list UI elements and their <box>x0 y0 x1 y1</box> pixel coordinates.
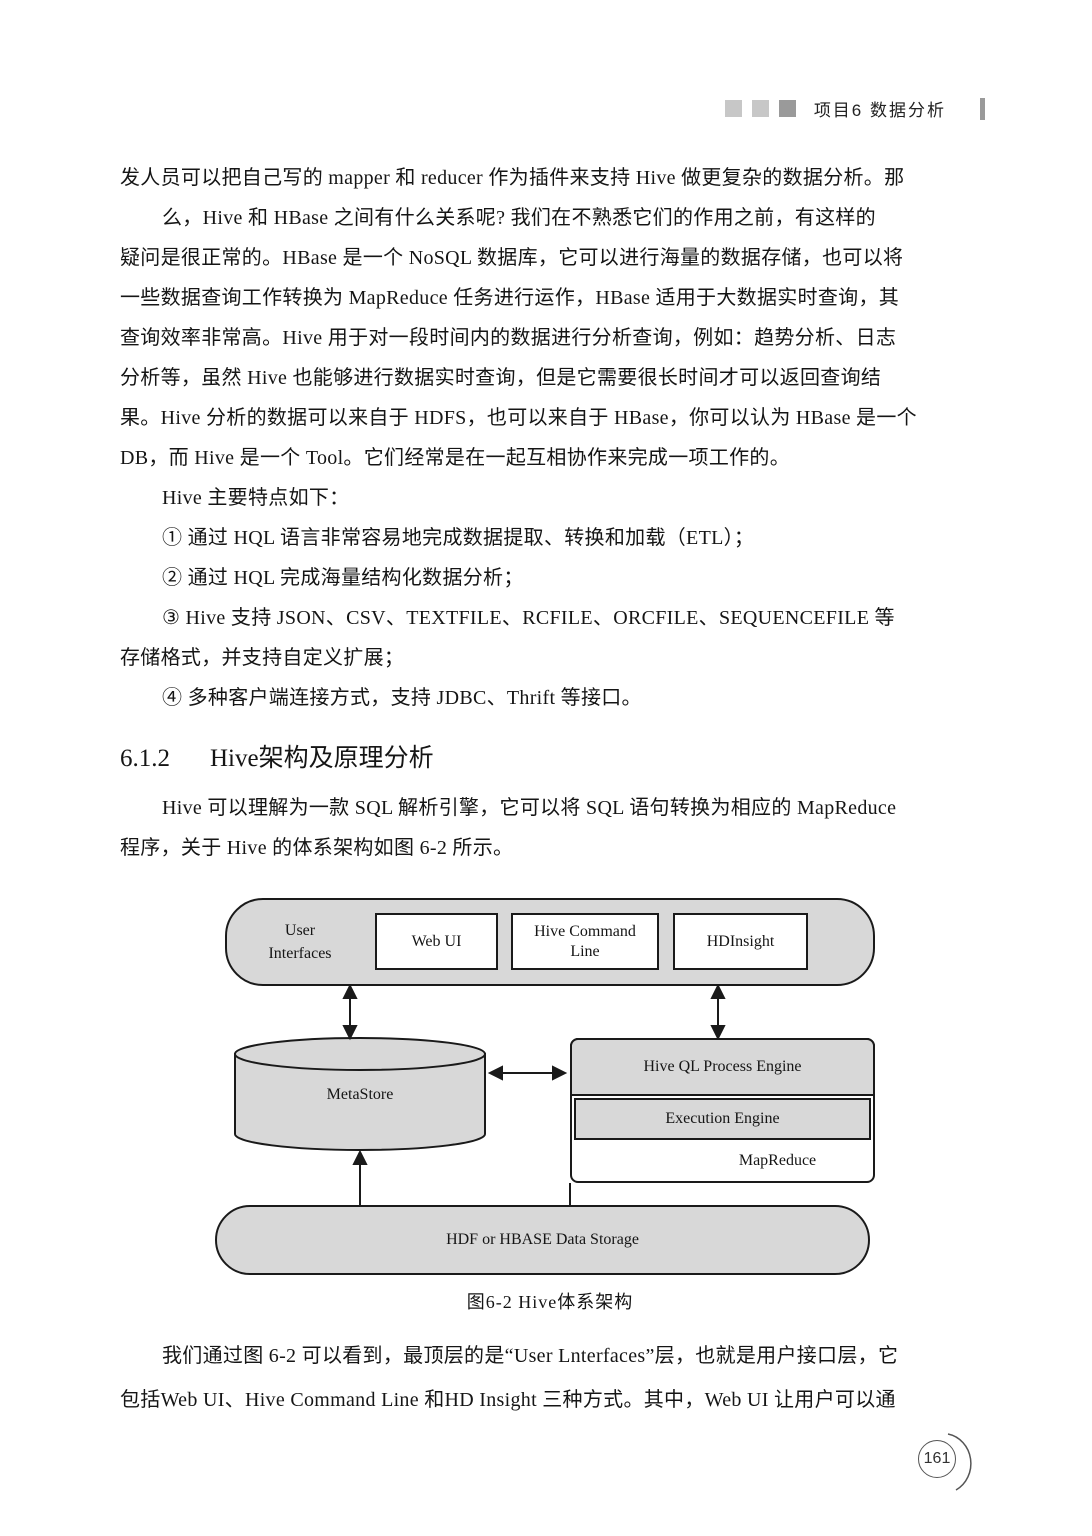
hive-architecture-diagram: User Interfaces Web UI Hive Command Line… <box>0 898 1092 1278</box>
user-interfaces-label: User Interfaces <box>268 922 332 962</box>
page-number: 161 <box>918 1440 956 1478</box>
paragraph-line: 程序，关于 Hive 的体系架构如图 6-2 所示。 <box>120 837 514 859</box>
metastore-label: MetaStore <box>326 1086 394 1103</box>
hdinsight-box: HDInsight <box>673 913 808 970</box>
page-number-arc <box>947 1433 972 1491</box>
header-deco-bar <box>980 97 985 120</box>
paragraph-line: Hive 可以理解为一款 SQL 解析引擎，它可以将 SQL 语句转换为相应的 … <box>162 797 897 819</box>
list-item-3: ③ Hive 支持 JSON、CSV、TEXTFILE、RCFILE、ORCFI… <box>162 607 895 629</box>
list-item-4: ④ 多种客户端连接方式，支持 JDBC、Thrift 等接口。 <box>162 687 642 709</box>
figure-caption: 图6-2 Hive体系架构 <box>466 1292 634 1312</box>
paragraph-line: 么，Hive 和 HBase 之间有什么关系呢? 我们在不熟悉它们的作用之前，有… <box>162 207 876 229</box>
page-number-badge: 161 <box>918 1433 990 1498</box>
mapreduce-label: MapReduce <box>738 1152 817 1169</box>
main-text-column: 发人员可以把自己写的 mapper 和 reducer 作为插件来支持 Hive… <box>120 158 980 1422</box>
paragraph-line: 我们通过图 6-2 可以看到，最顶层的是“User Lnterfaces”层，也… <box>162 1345 899 1367</box>
paragraph-line: 发人员可以把自己写的 mapper 和 reducer 作为插件来支持 Hive… <box>120 167 905 189</box>
web-ui-box: Web UI <box>375 913 498 970</box>
paragraph-line: 一些数据查询工作转换为 MapReduce 任务进行运作，HBase 适用于大数… <box>120 287 900 309</box>
paragraph-line: 包括Web UI、Hive Command Line 和HD Insight 三… <box>120 1389 896 1411</box>
paragraph-line: 查询效率非常高。Hive 用于对一段时间内的数据进行分析查询，例如：趋势分析、日… <box>120 327 897 349</box>
arrow-metastore-engine <box>487 1065 568 1081</box>
chapter-title: 项目6 数据分析 <box>813 101 946 120</box>
arrow-ui-metastore <box>342 983 358 1041</box>
list-item-1: ① 通过 HQL 语言非常容易地完成数据提取、转换和加载（ETL）； <box>162 527 755 549</box>
hive-ql-engine-box: Hive QL Process Engine <box>570 1038 875 1096</box>
page-header: 项目6 数据分析 <box>715 96 985 121</box>
execution-engine-box: Execution Engine <box>574 1098 871 1140</box>
paragraph-line: DB，而 Hive 是一个 Tool。它们经常是在一起互相协作来完成一项工作的。 <box>120 447 791 469</box>
arrow-storage-metastore <box>352 1149 368 1205</box>
section-title: Hive架构及原理分析 <box>210 745 434 772</box>
paragraph-line: 果。Hive 分析的数据可以来自于 HDFS，也可以来自于 HBase，你可以认… <box>120 407 917 429</box>
list-item-2: ② 通过 HQL 完成海量结构化数据分析； <box>162 567 524 589</box>
section-number: 6.1.2 <box>120 745 170 772</box>
intro-paragraph: Hive 可以理解为一款 SQL 解析引擎，它可以将 SQL 语句转换为相应的 … <box>120 788 980 868</box>
hive-command-line-box: Hive Command Line <box>511 913 659 970</box>
header-deco-square <box>751 100 769 117</box>
section-heading: 6.1.2 Hive架构及原理分析 <box>120 738 980 780</box>
header-deco-square <box>724 100 742 117</box>
list-item-3-cont: 存储格式，并支持自定义扩展； <box>120 647 405 669</box>
paragraph-line: 疑问是很正常的。HBase 是一个 NoSQL 数据库，它可以进行海量的数据存储… <box>120 247 904 269</box>
paragraph-line: 分析等，虽然 Hive 也能够进行数据实时查询，但是它需要很长时间才可以返回查询… <box>120 367 882 389</box>
closing-paragraph: 我们通过图 6-2 可以看到，最顶层的是“User Lnterfaces”层，也… <box>120 1334 980 1422</box>
storage-box: HDF or HBASE Data Storage <box>215 1205 870 1275</box>
arrow-ui-engine <box>710 983 726 1041</box>
paragraph-line: Hive 主要特点如下： <box>162 487 350 509</box>
header-deco-square <box>778 100 796 117</box>
